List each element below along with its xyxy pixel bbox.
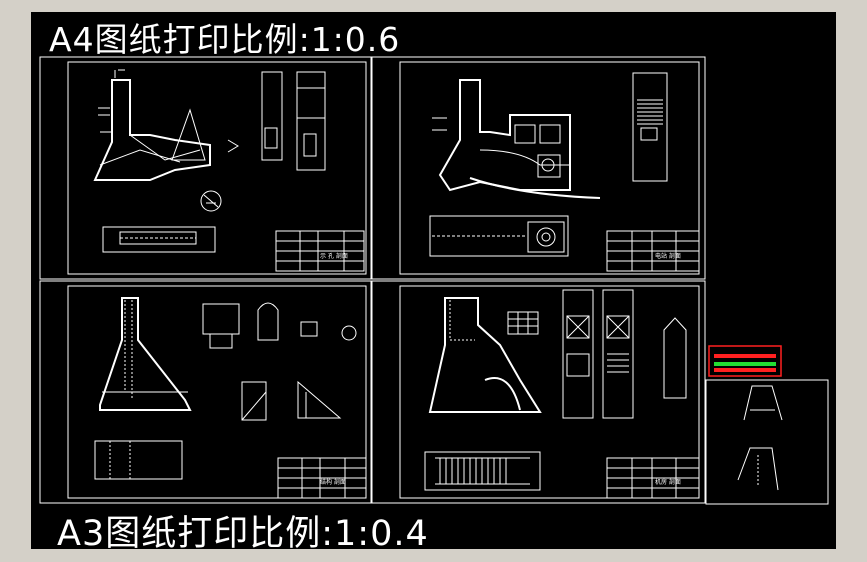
sheet-inner-frame — [399, 285, 700, 499]
sheet-bottom-left[interactable] — [39, 280, 372, 504]
sheet-title-block-text: 电站 剖面 — [655, 252, 681, 260]
color-legend-box[interactable] — [708, 345, 782, 377]
sheet-inner-frame — [67, 61, 367, 275]
sheet-inner-frame — [67, 285, 367, 499]
sheet-outer-frame — [39, 280, 372, 504]
sheet-title-block-text: 机房 剖面 — [655, 478, 681, 486]
a4-scale-label: A4图纸打印比例:1:0.6 — [49, 20, 401, 59]
sheet-top-right[interactable] — [371, 56, 706, 280]
a3-scale-label: A3图纸打印比例:1:0.4 — [57, 514, 429, 554]
sheet-inner-frame — [399, 61, 700, 275]
sheet-top-left[interactable] — [39, 56, 372, 280]
sheet-outer-frame — [371, 56, 706, 280]
sheet-title-block-text: 结构 剖面 — [320, 478, 346, 486]
sheet-frame — [705, 379, 829, 505]
sheet-side-small[interactable] — [705, 379, 829, 505]
sheet-title-block-text: 示 孔 剖面 — [320, 252, 348, 260]
sheet-outer-frame — [371, 280, 706, 504]
sheet-bottom-right[interactable] — [371, 280, 706, 504]
sheet-outer-frame — [39, 56, 372, 280]
